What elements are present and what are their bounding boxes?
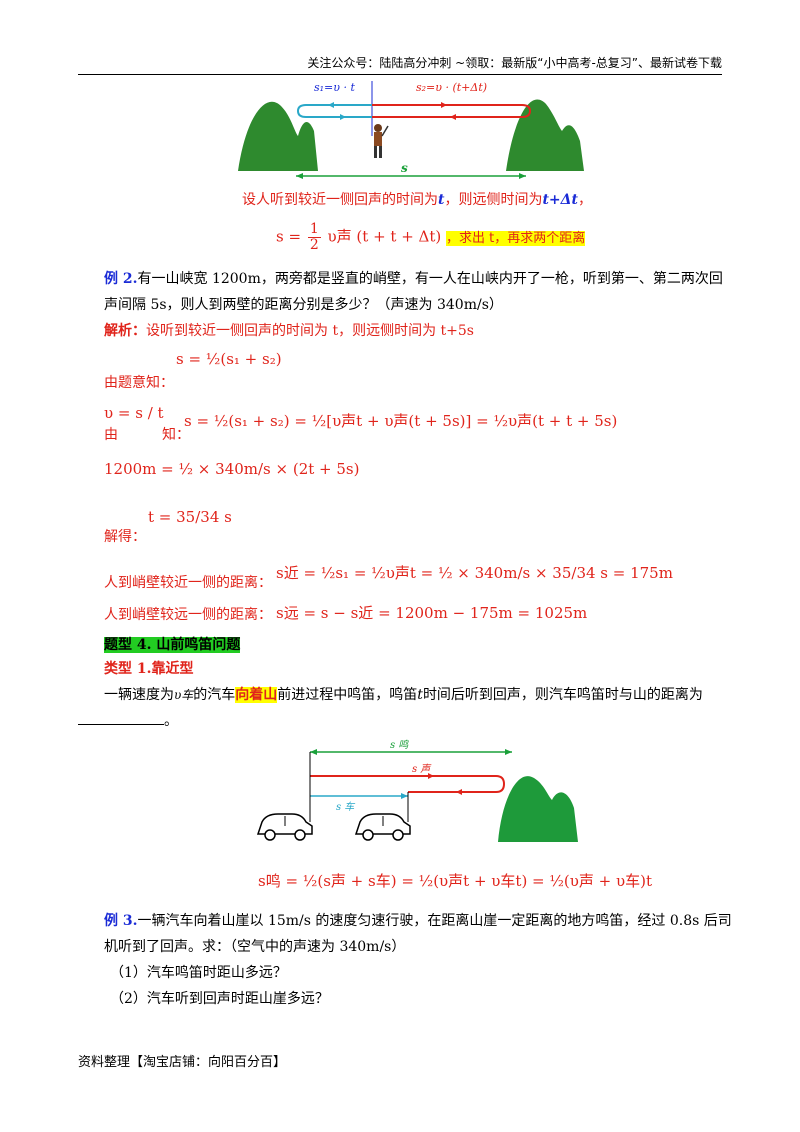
type4-title: 题型 4. 山前鸣笛问题 [104, 637, 241, 653]
far-label: 人到峭壁较远一侧的距离： [104, 607, 272, 623]
mountain-left [238, 101, 318, 171]
intro-line: 设人听到较近一侧回声的时间为t，则远侧时间为t+Δt， [242, 192, 592, 208]
s-che-label: s 车 [336, 801, 355, 813]
page-footer: 资料整理【淘宝店铺：向阳百分百】 [78, 1055, 287, 1070]
red-arrow [372, 104, 532, 118]
expand-formula: s = ½(s₁ + s₂) = ½[υ声t + υ声(t + 5s)] = ½… [184, 412, 618, 430]
given-label: 由题意知： [104, 375, 174, 391]
red-sound-arrow [310, 775, 506, 793]
car-icon-start [256, 813, 313, 841]
s-sheng-label: s 声 [412, 763, 432, 775]
near-label: 人到峭壁较近一侧的距离： [104, 575, 272, 591]
analysis-line: 解析：设听到较近一侧回声的时间为 t，则远侧时间为 t+5s [104, 323, 474, 339]
person-icon [374, 124, 389, 158]
page-header: 关注公众号：陆陆高分冲刺 ~领取：最新版“小中高考-总复习”、最新试卷下载 [78, 56, 722, 75]
far-formula: s远 = s − s近 = 1200m − 175m = 1025m [276, 604, 588, 622]
car-icon-end [354, 813, 411, 841]
figure-car-echo: s 鸣 s 声 s 车 [256, 739, 578, 842]
figure-canyon-echo: s₁=υ · t s₂=υ · (t+Δt) s [238, 81, 584, 179]
solve-formula: t = 35/34 s [148, 508, 232, 526]
figure2-formula: s鸣 = ½(s声 + s车) = ½(υ声t + υ车t) = ½(υ声 + … [258, 872, 653, 890]
given-formula: s = ½(s₁ + s₂) [176, 350, 282, 368]
type4-text: 一辆速度为υ车的汽车向着山前进过程中鸣笛，鸣笛t时间后听到回声，则汽车鸣笛时与山… [104, 687, 703, 703]
s-ming-label: s 鸣 [390, 739, 409, 751]
s2-label: s₂=υ · (t+Δt) [416, 81, 487, 94]
eq-formula: 1200m = ½ × 340m/s × (2t + 5s) [104, 460, 360, 478]
example3-q1: （1）汽车鸣笛时距山多远？ [110, 965, 287, 981]
answer-blank [78, 712, 164, 725]
type4-subtitle: 类型 1.靠近型 [104, 661, 194, 677]
example3-q2: （2）汽车听到回声时距山崖多远？ [110, 991, 329, 1007]
solve-label: 解得： [104, 529, 146, 545]
example3-line2: 机听到了回声。求：（空气中的声速为 340m/s） [104, 939, 406, 955]
header-text: 关注公众号：陆陆高分冲刺 ~领取：最新版“小中高考-总复习”、最新试卷下载 [307, 56, 722, 70]
v-formula: υ = s / t [104, 404, 164, 422]
blue-arrow [296, 104, 372, 118]
example2-line1: 例 2.有一山峡宽 1200m，两旁都是竖直的峭壁，有一人在山峡内开了一枪，听到… [104, 271, 723, 287]
intro-formula-highlight: ，求出 t，再求两个距离 [446, 230, 586, 246]
example2-line2: 声间隔 5s，则人到两壁的距离分别是多少？（声速为 340m/s） [104, 297, 503, 313]
mountain-right-2 [498, 776, 578, 842]
s-label: s [401, 161, 408, 175]
example3-line1: 例 3.一辆汽车向着山崖以 15m/s 的速度匀速行驶，在距离山崖一定距离的地方… [104, 913, 732, 929]
by-know-label: 由知： [104, 427, 190, 443]
mountain-right [506, 99, 584, 171]
near-formula: s近 = ½s₁ = ½υ声t = ½ × 340m/s × 35/34 s =… [276, 564, 673, 582]
type4-blank-line: 。 [78, 710, 178, 732]
s1-label: s₁=υ · t [314, 81, 355, 94]
